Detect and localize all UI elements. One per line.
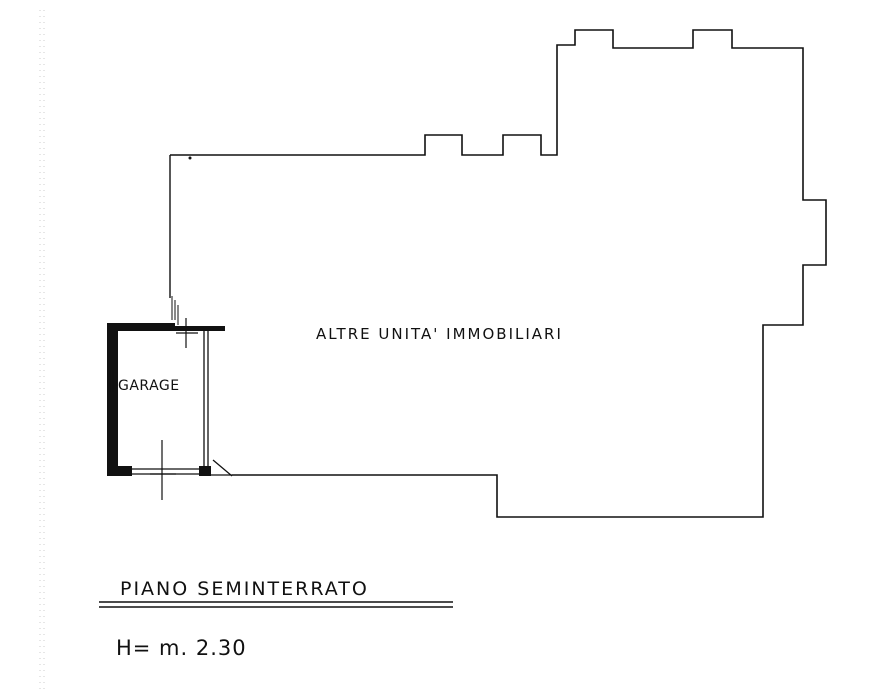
height-label: H= m. 2.30 [116, 636, 247, 660]
other-units-label: ALTRE UNITA' IMMOBILIARI [316, 325, 563, 343]
section-marks [150, 318, 198, 500]
margin-dots [39, 10, 45, 690]
title-underline [99, 601, 453, 608]
floor-title: PIANO SEMINTERRATO [120, 578, 369, 600]
garage-label: GARAGE [118, 378, 180, 394]
garage-inner-lines [109, 331, 233, 477]
corner-dot [188, 156, 192, 160]
building-outline [170, 29, 827, 518]
garage-walls [107, 323, 225, 476]
